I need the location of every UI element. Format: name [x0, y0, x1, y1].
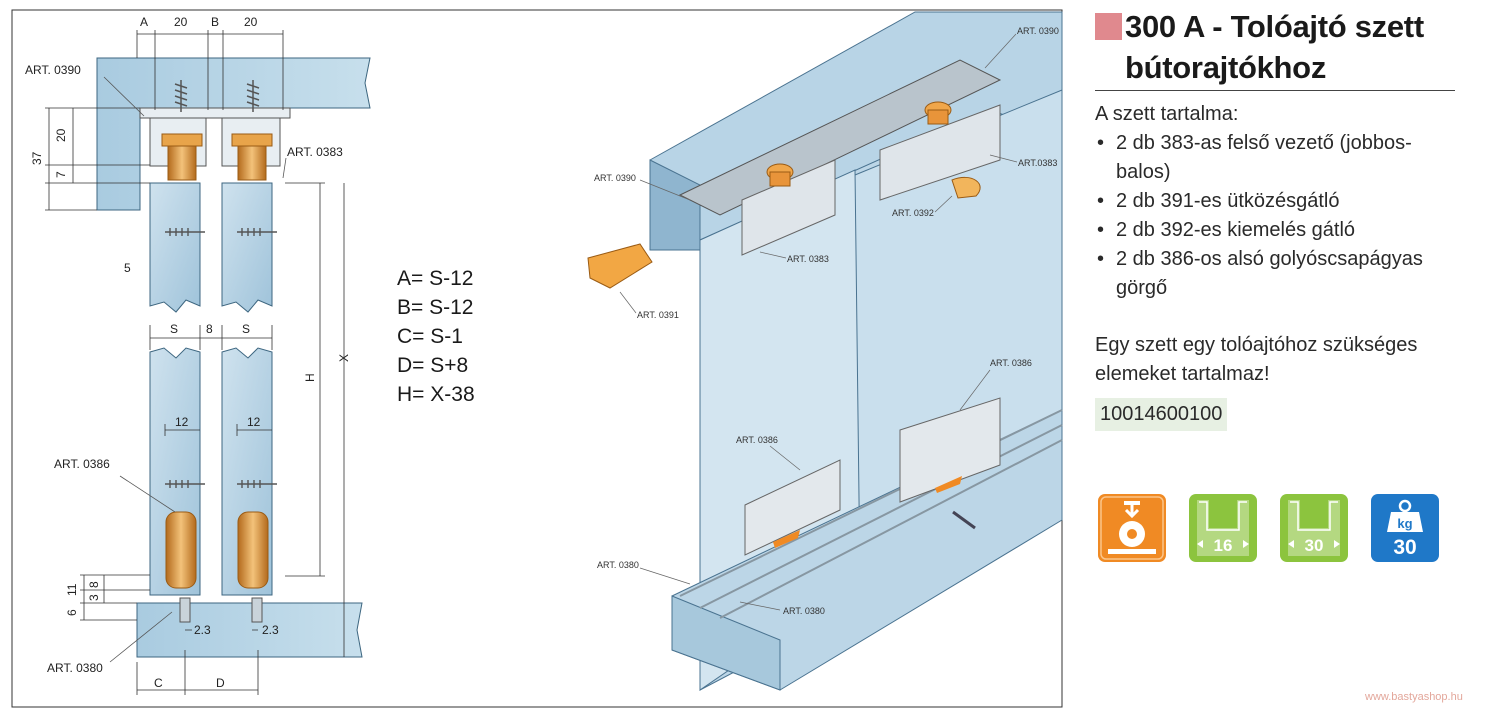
- svg-text:ART.0383: ART.0383: [1018, 158, 1057, 168]
- set-note: Egy szett egy tolóajtóhoz szükséges elem…: [1095, 334, 1418, 385]
- svg-text:37: 37: [30, 151, 44, 165]
- bottom-roller-icon: [1098, 494, 1166, 562]
- svg-text:30: 30: [1393, 536, 1416, 559]
- dimension-formulas: A= S-12 B= S-12 C= S-1 D= S+8 H= X-38: [397, 264, 475, 409]
- svg-text:11: 11: [65, 583, 79, 596]
- svg-text:ART. 0390: ART. 0390: [25, 63, 81, 77]
- bottom-rollers: [165, 511, 269, 589]
- svg-text:kg: kg: [1397, 516, 1412, 531]
- svg-text:3: 3: [87, 594, 101, 601]
- bottom-board: [136, 597, 363, 658]
- formula-d: D= S+8: [397, 354, 469, 377]
- svg-text:16: 16: [1214, 536, 1233, 555]
- door-screws-upper: [165, 228, 277, 236]
- svg-text:ART. 0380: ART. 0380: [597, 560, 639, 570]
- title-divider: [1095, 90, 1455, 91]
- svg-text:2.3: 2.3: [262, 623, 279, 637]
- svg-text:B: B: [211, 15, 219, 29]
- dimension-text: A 20 B 20 37 20 7 5 S 8 S 12 12 H X 11 3…: [30, 15, 351, 690]
- svg-text:X: X: [337, 354, 351, 362]
- door-screws-lower: [165, 480, 277, 488]
- isometric-view: [587, 11, 1063, 691]
- contents-heading: A szett tartalma:: [1095, 103, 1239, 125]
- svg-text:20: 20: [54, 128, 68, 142]
- svg-text:6: 6: [65, 609, 79, 616]
- doors-upper: [149, 182, 273, 313]
- set-contents: A szett tartalma: 2 db 383-as felső veze…: [1095, 100, 1455, 303]
- svg-text:12: 12: [175, 415, 189, 429]
- weight-30kg-icon: kg 30: [1371, 494, 1439, 562]
- svg-text:20: 20: [244, 15, 258, 29]
- isometric-labels: ART. 0390 ART. 0390 ART.0383 ART. 0383 A…: [594, 26, 1059, 616]
- svg-text:D: D: [216, 676, 225, 690]
- svg-text:C: C: [154, 676, 163, 690]
- technical-drawing: A 20 B 20 37 20 7 5 S 8 S 12 12 H X 11 3…: [11, 9, 1063, 708]
- dimension-lines: [45, 30, 345, 695]
- svg-text:ART. 0386: ART. 0386: [54, 457, 110, 471]
- formula-b: B= S-12: [397, 296, 474, 319]
- feature-badges: 16 30 kg 30: [1098, 494, 1462, 562]
- list-item: 2 db 392-es kiemelés gátló: [1095, 216, 1455, 245]
- svg-text:ART. 0390: ART. 0390: [1017, 26, 1059, 36]
- product-info-panel: 300 A - Tolóajtó szett bútorajtókhoz A s…: [1095, 6, 1455, 431]
- svg-text:S: S: [242, 322, 250, 336]
- svg-text:8: 8: [206, 322, 213, 336]
- svg-text:5: 5: [124, 261, 131, 275]
- svg-text:ART. 0386: ART. 0386: [990, 358, 1032, 368]
- svg-text:7: 7: [54, 171, 68, 178]
- svg-text:8: 8: [87, 581, 101, 588]
- track-16-icon: 16: [1189, 494, 1257, 562]
- svg-text:S: S: [170, 322, 178, 336]
- svg-text:H: H: [303, 373, 317, 382]
- svg-text:ART. 0386: ART. 0386: [736, 435, 778, 445]
- top-guides: [161, 133, 273, 181]
- svg-text:ART. 0380: ART. 0380: [783, 606, 825, 616]
- title-square-icon: [1095, 13, 1122, 40]
- product-title: 300 A - Tolóajtó szett bútorajtókhoz: [1125, 9, 1424, 85]
- svg-text:ART. 0383: ART. 0383: [787, 254, 829, 264]
- list-item: 2 db 391-es ütközésgátló: [1095, 187, 1455, 216]
- product-code: 10014600100: [1095, 398, 1228, 431]
- formula-c: C= S-1: [397, 325, 463, 348]
- contents-list: 2 db 383-as felső vezető (jobbos-balos) …: [1095, 129, 1455, 303]
- svg-text:12: 12: [247, 415, 261, 429]
- list-item: 2 db 386-os alsó golyóscsapágyas görgő: [1095, 245, 1455, 303]
- track-30-icon: 30: [1280, 494, 1348, 562]
- svg-text:ART. 0391: ART. 0391: [637, 310, 679, 320]
- top-screws: [174, 80, 260, 112]
- svg-text:30: 30: [1305, 536, 1324, 555]
- svg-text:ART. 0383: ART. 0383: [287, 145, 343, 159]
- formula-h: H= X-38: [397, 383, 475, 406]
- list-item: 2 db 383-as felső vezető (jobbos-balos): [1095, 129, 1455, 187]
- footer-site: www.bastyashop.hu: [1365, 691, 1463, 703]
- svg-text:ART. 0390: ART. 0390: [594, 173, 636, 183]
- svg-text:A: A: [140, 15, 148, 29]
- svg-text:ART. 0392: ART. 0392: [892, 208, 934, 218]
- svg-text:ART. 0380: ART. 0380: [47, 661, 103, 675]
- title-row: 300 A - Tolóajtó szett bútorajtókhoz: [1095, 6, 1455, 88]
- formula-a: A= S-12: [397, 267, 474, 290]
- svg-text:20: 20: [174, 15, 188, 29]
- svg-text:2.3: 2.3: [194, 623, 211, 637]
- part-labels: ART. 0390 ART. 0383 ART. 0386 ART. 0380: [25, 63, 343, 675]
